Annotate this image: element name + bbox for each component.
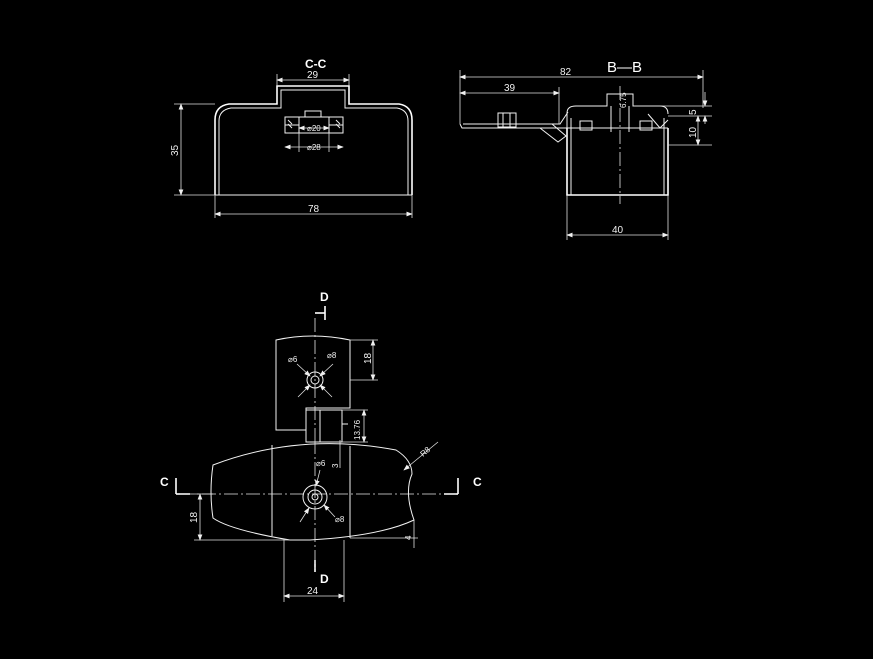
- cc-inner-shell: [218, 89, 409, 195]
- cc-dim-top-width: 29: [307, 70, 319, 81]
- section-cc-view: C-C 29 ⌀20 ⌀28 35 78: [170, 57, 413, 218]
- bb-dim-total: 82: [560, 67, 572, 78]
- bb-dim-small: 6.75: [619, 92, 628, 108]
- plan-dim-body-height: 18: [189, 511, 200, 523]
- plan-dia1: ⌀6: [288, 355, 298, 364]
- cc-dim-width: 78: [308, 204, 320, 215]
- cc-dim-inner-dia: ⌀20: [307, 124, 321, 133]
- plan-dim-tab-height: 18: [363, 352, 374, 364]
- bb-dim-h10: 10: [688, 126, 699, 138]
- plan-main-body: [210, 443, 415, 541]
- plan-label-c-right: C: [473, 475, 482, 489]
- bb-latch: [539, 123, 567, 143]
- plan-dim-hole-small: 3: [331, 463, 340, 468]
- plan-dia4: ⌀8: [335, 515, 345, 524]
- plan-neck: [305, 409, 343, 443]
- plan-dim-neck: 13.76: [353, 419, 362, 440]
- section-cc-label: C-C: [305, 57, 327, 71]
- cc-hub-slot: [304, 110, 322, 118]
- bb-dim-bottom: 40: [612, 225, 624, 236]
- section-bb-label: B—B: [607, 59, 642, 76]
- plan-dia3: ⌀6: [316, 459, 326, 468]
- bb-body: [566, 128, 669, 196]
- plan-dim-bottom-width: 24: [307, 586, 319, 597]
- cc-dim-height: 35: [170, 144, 181, 156]
- bb-dim-h5: 5: [688, 109, 699, 115]
- plan-label-d-bottom: D: [320, 572, 329, 586]
- bb-clip: [497, 112, 517, 128]
- plan-label-d-top: D: [320, 290, 329, 304]
- plan-main-hole: [302, 484, 328, 510]
- cc-dim-outer-dia: ⌀28: [307, 143, 321, 152]
- plan-label-c-left: C: [160, 475, 169, 489]
- cc-outer-shell: [214, 85, 413, 195]
- plan-dia2: ⌀8: [327, 351, 337, 360]
- bb-arm: [459, 93, 669, 129]
- plan-tab-hole: [306, 371, 324, 389]
- section-bb-view: B—B 82 39 6.75 5 1: [459, 59, 712, 240]
- plan-tab: [275, 335, 351, 431]
- plan-dim-offset: 4: [404, 535, 413, 540]
- bb-dim-left: 39: [504, 83, 516, 94]
- plan-view: D D C C ⌀6 ⌀8 18 13.76 3: [160, 290, 482, 602]
